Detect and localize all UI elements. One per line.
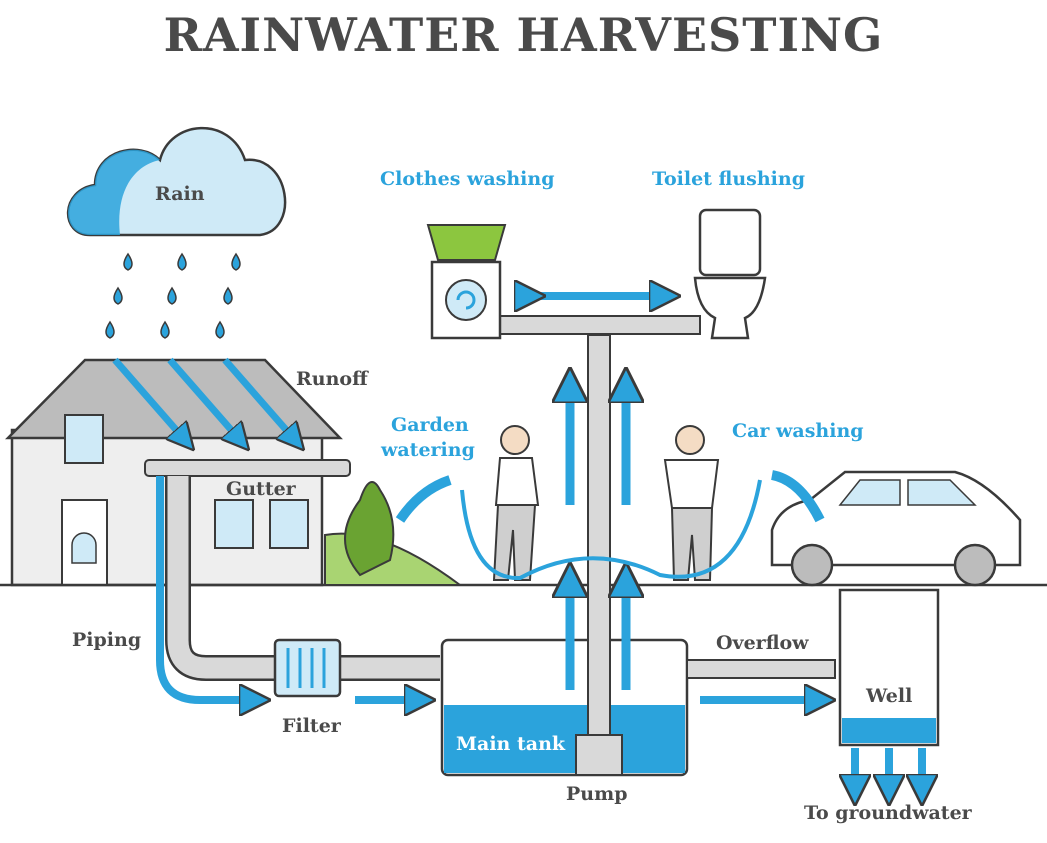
label-clothes-washing: Clothes washing: [380, 168, 555, 190]
water-spray: [770, 470, 825, 523]
label-watering: watering: [381, 439, 475, 461]
top-pipe: [499, 315, 701, 335]
overflow-pipe: [686, 659, 836, 679]
plant-icon: [324, 481, 464, 586]
label-to-groundwater: To groundwater: [804, 802, 972, 824]
label-overflow: Overflow: [716, 632, 809, 654]
car-icon: [770, 470, 1022, 587]
label-toilet-flushing: Toilet flushing: [652, 168, 806, 190]
filter-icon: [273, 638, 342, 698]
label-well: Well: [866, 685, 913, 707]
hose: [460, 479, 762, 581]
woman-gardener-icon: [492, 425, 540, 581]
label-main-tank: Main tank: [456, 733, 566, 755]
label-filter: Filter: [282, 715, 341, 737]
label-pump: Pump: [566, 783, 628, 805]
label-rain: Rain: [155, 183, 205, 205]
toilet-icon: [693, 208, 767, 340]
page-title: RAINWATER HARVESTING: [163, 8, 884, 62]
label-runoff: Runoff: [296, 368, 368, 390]
well-icon: [838, 588, 940, 747]
arrow-icon: [855, 748, 922, 790]
label-gutter: Gutter: [226, 478, 296, 500]
piping: [156, 476, 440, 700]
water-spray: [395, 475, 452, 523]
arrow-icon: [570, 385, 626, 690]
raindrop-icon: [105, 252, 241, 339]
arrow-icon: [112, 357, 295, 440]
label-garden: Garden: [391, 414, 469, 436]
label-car-washing: Car washing: [732, 420, 864, 442]
man-washing-car-icon: [663, 425, 720, 581]
label-piping: Piping: [72, 629, 142, 651]
cloud-icon: [66, 126, 287, 237]
gutter-icon: [144, 459, 351, 477]
washing-machine-icon: [426, 224, 507, 340]
